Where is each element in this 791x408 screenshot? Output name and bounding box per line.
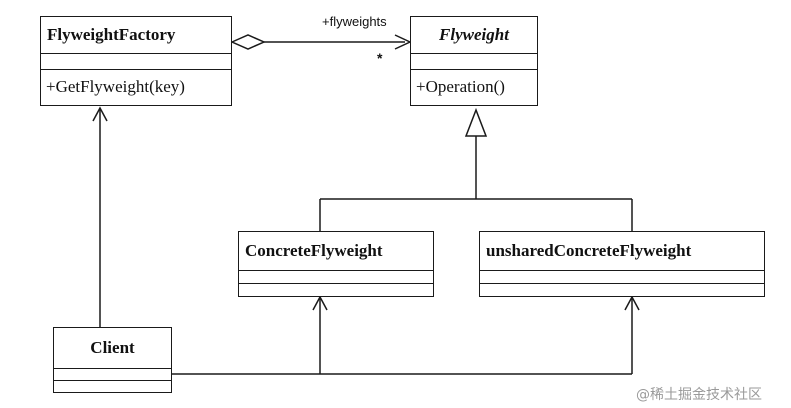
attributes-compartment: [411, 53, 537, 69]
association-client-to-factory: [92, 106, 108, 327]
attributes-compartment: [480, 270, 764, 283]
generalization-to-flyweight: [319, 107, 633, 231]
attributes-compartment: [54, 368, 171, 380]
class-name-flyweight: Flyweight: [439, 25, 509, 44]
class-concrete-flyweight: ConcreteFlyweight: [238, 231, 434, 297]
watermark-text: @稀土掘金技术社区: [636, 387, 762, 403]
operations-compartment: [54, 380, 171, 391]
class-name-flyweight-factory: FlyweightFactory: [47, 25, 176, 44]
class-flyweight: Flyweight +Operation(): [410, 16, 538, 106]
aggregation-factory-to-flyweight: [230, 34, 412, 50]
class-name-client: Client: [90, 338, 135, 357]
operation-get-flyweight: +GetFlyweight(key): [41, 69, 231, 104]
generalization-triangle: [464, 107, 488, 137]
client-factory-arrowhead: [92, 106, 108, 122]
operation-operation: +Operation(): [411, 69, 537, 104]
association-client-to-concretes: [172, 295, 640, 375]
attributes-compartment: [41, 53, 231, 69]
attributes-compartment: [239, 270, 433, 283]
class-client: Client: [53, 327, 172, 393]
aggregation-diamond: [230, 34, 266, 50]
client-unshared-arrowhead: [624, 295, 640, 311]
flyweights-role-label: +flyweights: [322, 14, 387, 29]
class-name-unshared-concrete-flyweight: unsharedConcreteFlyweight: [486, 241, 692, 260]
class-flyweight-factory: FlyweightFactory +GetFlyweight(key): [40, 16, 232, 106]
flyweights-multiplicity-label: *: [377, 50, 383, 66]
operations-compartment: [480, 283, 764, 295]
client-concrete-arrowhead: [312, 295, 328, 311]
operations-compartment: [239, 283, 433, 295]
class-unshared-concrete-flyweight: unsharedConcreteFlyweight: [479, 231, 765, 297]
class-name-concrete-flyweight: ConcreteFlyweight: [245, 241, 383, 260]
